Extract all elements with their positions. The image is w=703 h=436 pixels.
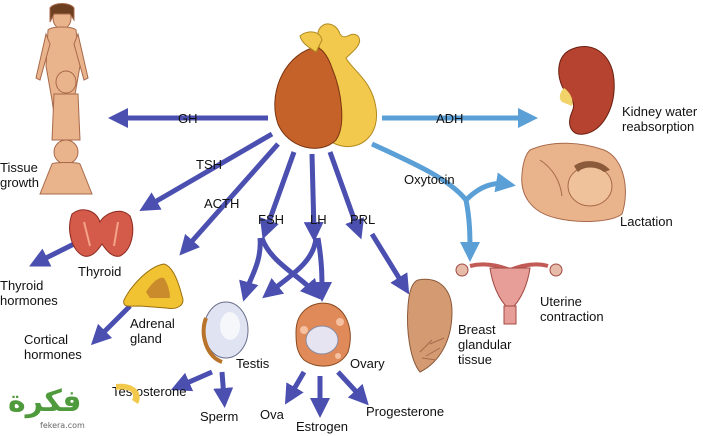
label-oxytocin: Oxytocin bbox=[404, 172, 455, 187]
anterior-arrows bbox=[29, 108, 410, 418]
label-testis: Testis bbox=[236, 356, 270, 371]
prl-arrow bbox=[369, 232, 410, 295]
adrenal-illustration bbox=[123, 263, 184, 309]
human-figures bbox=[35, 3, 93, 195]
label-acth: ACTH bbox=[204, 196, 240, 211]
label-gh: GH bbox=[178, 111, 198, 126]
label-estrogen: Estrogen bbox=[296, 419, 349, 434]
prl-stem-arrow bbox=[327, 151, 365, 240]
label-progesterone: Progesterone bbox=[366, 404, 445, 419]
label-lh: LH bbox=[310, 212, 327, 227]
logo-domain: fekera.com bbox=[40, 421, 85, 430]
label-kidney: Kidney water reabsorption bbox=[622, 104, 698, 134]
pituitary-gland bbox=[274, 23, 378, 149]
label-tsh: TSH bbox=[196, 157, 222, 172]
ova-arrow bbox=[284, 370, 307, 405]
label-breast-tissue: Breast glandular tissue bbox=[458, 322, 512, 367]
label-cortical-hormones: Cortical hormones bbox=[24, 332, 82, 362]
label-ova: Ova bbox=[260, 407, 284, 422]
label-fsh: FSH bbox=[258, 212, 284, 227]
breast-illustration bbox=[407, 278, 453, 373]
label-sperm: Sperm bbox=[200, 409, 239, 424]
label-thyroid: Thyroid bbox=[78, 264, 122, 279]
sperm-arrow bbox=[213, 371, 234, 408]
fsh-testis-arrow bbox=[239, 237, 263, 302]
uterus-illustration bbox=[455, 262, 563, 325]
lactation-illustration bbox=[521, 142, 626, 222]
oxytocin-lactation-arrow bbox=[464, 172, 516, 202]
label-lactation: Lactation bbox=[620, 214, 673, 229]
kidney-illustration bbox=[558, 46, 615, 135]
testosterone-arrow bbox=[170, 369, 214, 392]
tsh-arrow bbox=[139, 131, 274, 212]
ovary-illustration bbox=[295, 302, 351, 367]
label-uterine-contraction: Uterine contraction bbox=[540, 294, 604, 324]
fekera-logo bbox=[116, 383, 140, 404]
label-ovary: Ovary bbox=[350, 356, 385, 371]
label-thyroid-hormones: Thyroid hormones bbox=[0, 278, 58, 308]
oxytocin-arrow bbox=[370, 141, 468, 202]
lh-ovary-arrow bbox=[311, 237, 332, 302]
oxytocin-uterus-arrow bbox=[459, 199, 480, 262]
progesterone-arrow bbox=[336, 370, 369, 406]
logo-text: فكرة bbox=[8, 384, 82, 419]
cortical-hormones-arrow bbox=[90, 304, 132, 346]
lh-stem-arrow bbox=[303, 153, 324, 242]
fsh-stem-arrow bbox=[259, 151, 297, 240]
lh-testis-arrow bbox=[262, 237, 319, 299]
acth-arrow bbox=[179, 142, 280, 256]
fsh-ovary-arrow bbox=[259, 237, 321, 300]
label-adrenal-gland: Adrenal gland bbox=[130, 316, 175, 346]
thyroid-illustration bbox=[69, 209, 134, 257]
label-prl: PRL bbox=[350, 212, 376, 227]
posterior-arrows bbox=[370, 108, 538, 262]
label-adh: ADH bbox=[436, 111, 464, 126]
label-tissue-growth: Tissue growth bbox=[0, 160, 40, 190]
testis-illustration bbox=[201, 301, 249, 364]
